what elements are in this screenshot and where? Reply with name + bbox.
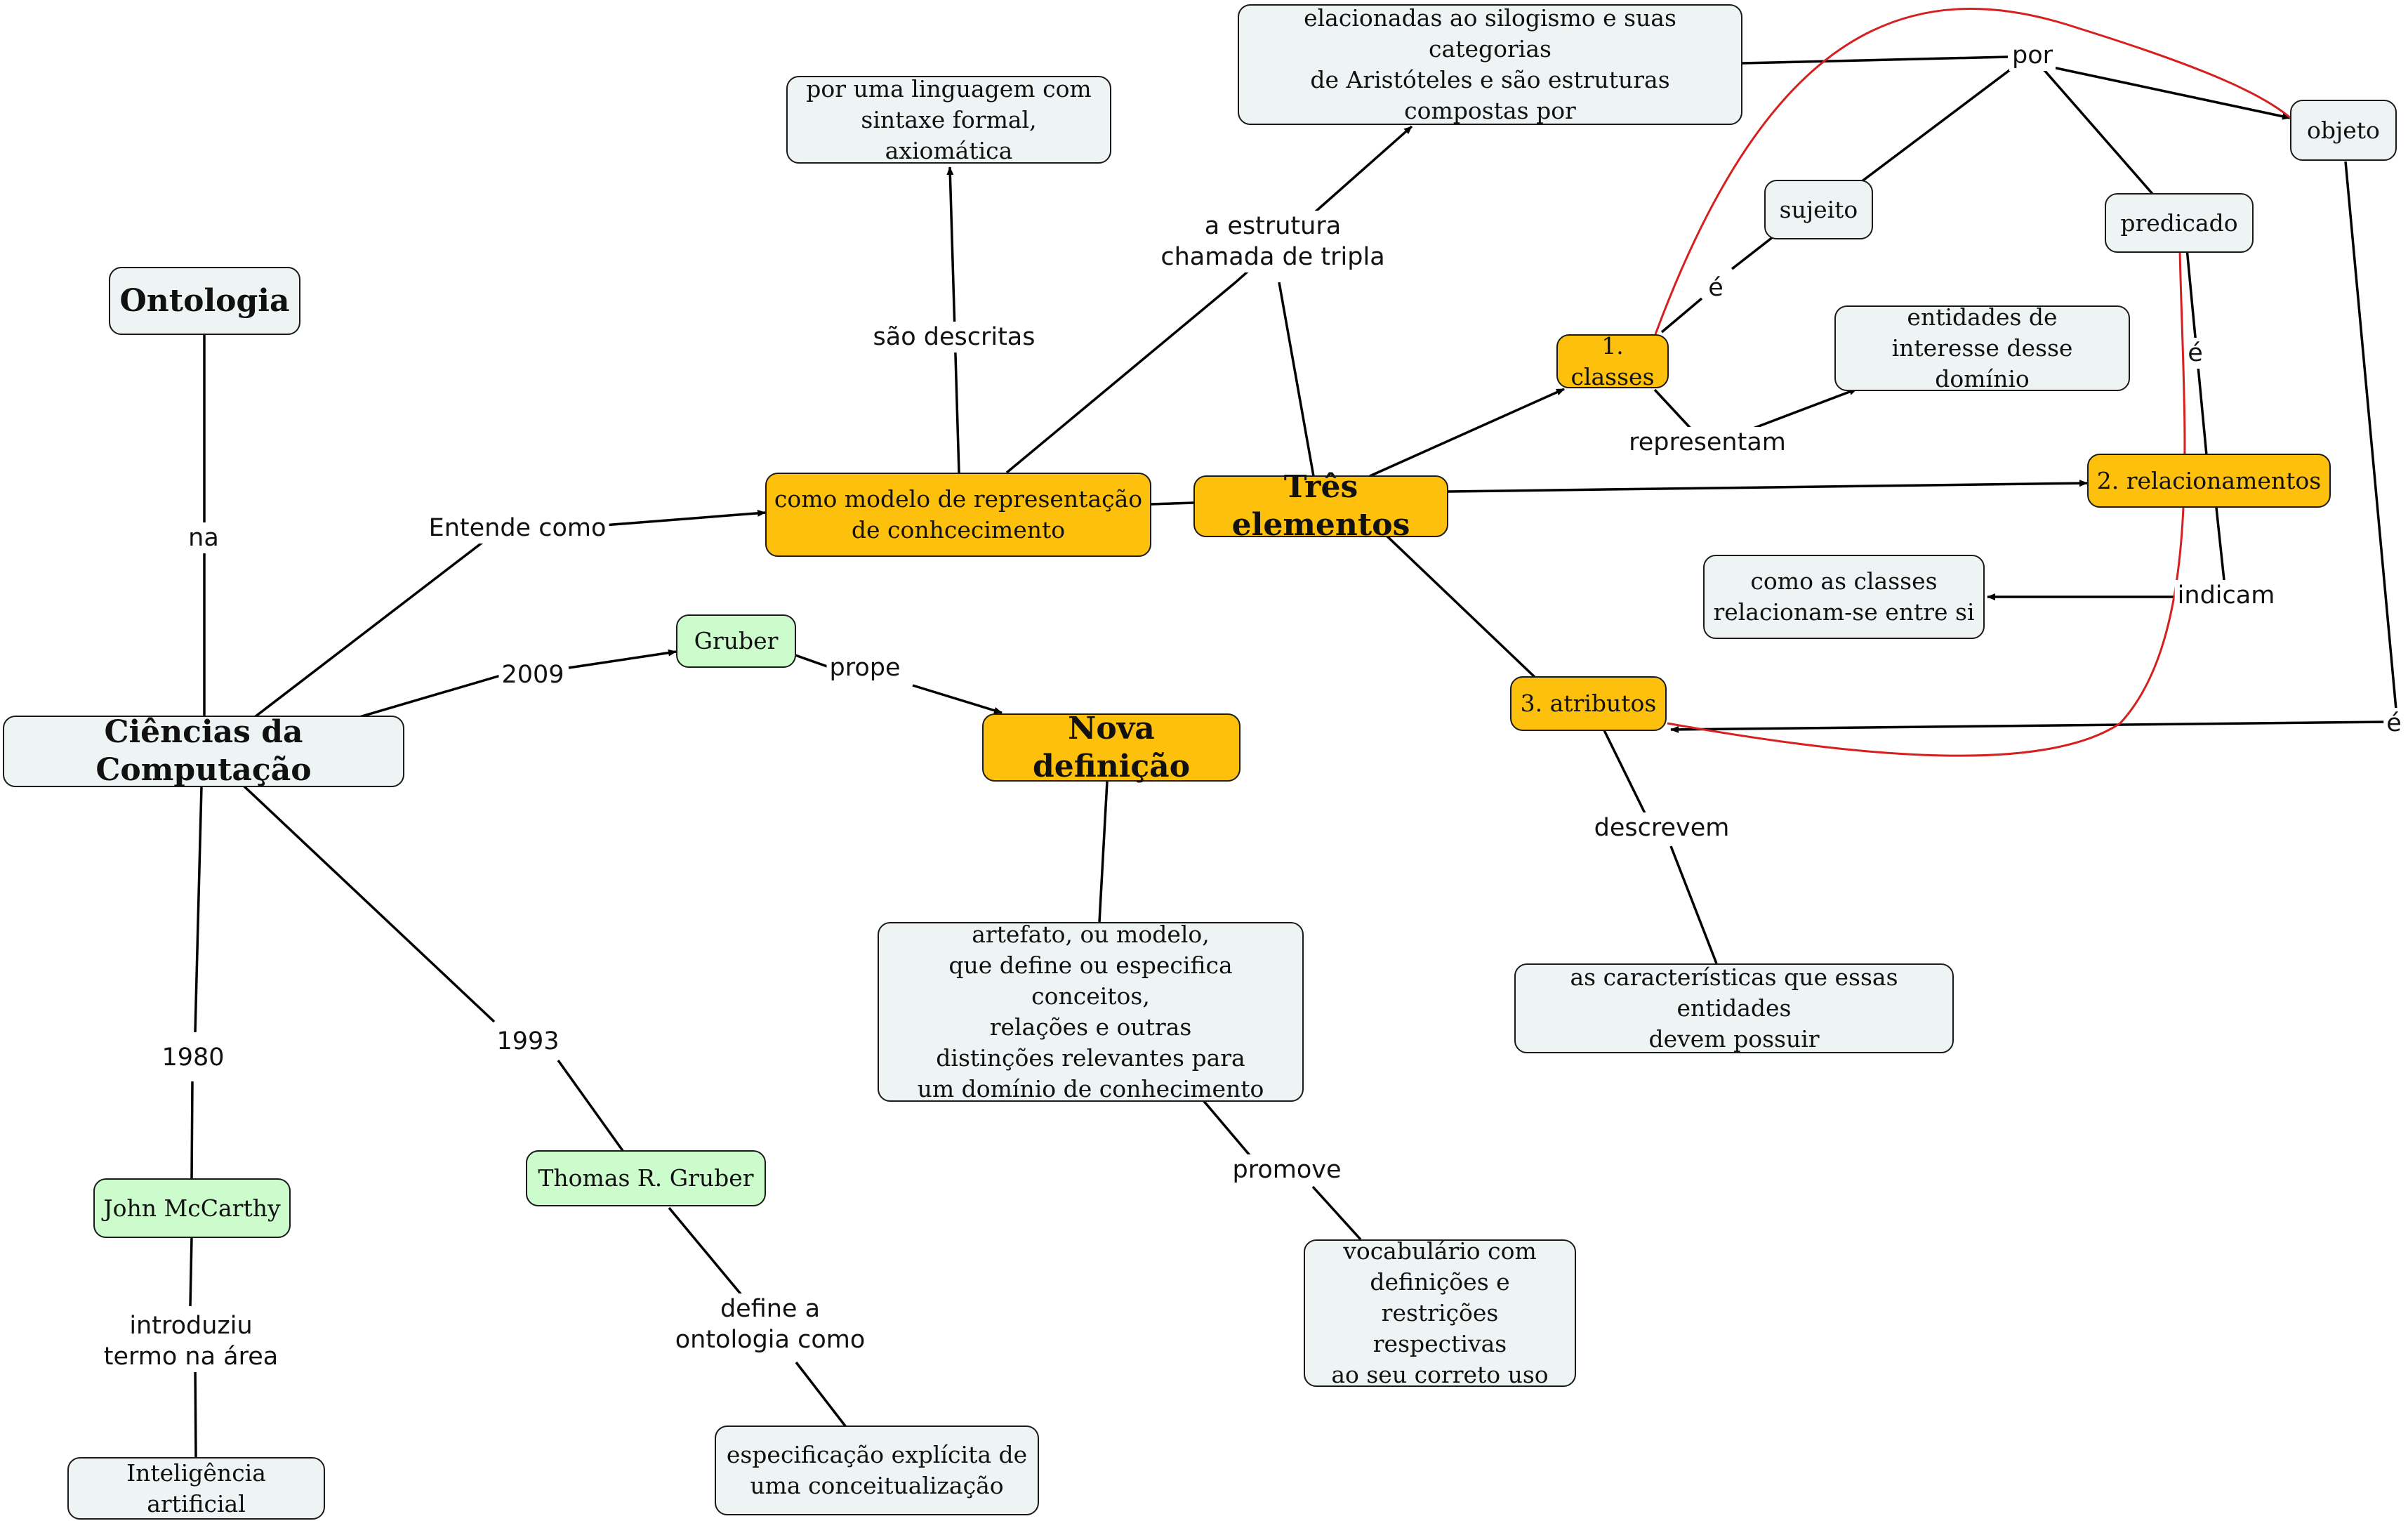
edge-modelo-estrutura [1005, 281, 1237, 474]
edge-promove-vocabulario [1311, 1185, 1362, 1241]
edge-define-especificacao [795, 1361, 847, 1428]
label-e-sujeito: é [1705, 272, 1726, 303]
node-vocabulario[interactable]: vocabulário com definições e restrições … [1304, 1237, 1576, 1388]
highlight-curve-predicado-atributos [1667, 249, 2186, 757]
edge-aristoteles-por [1742, 55, 2009, 65]
edge-representam-entidades [1749, 388, 1858, 431]
edge-gruber-prope [793, 653, 830, 669]
node-thomas-gruber[interactable]: Thomas R. Gruber [526, 1150, 766, 1206]
node-linguagem-formal[interactable]: por uma linguagem com sintaxe formal, ax… [786, 75, 1111, 164]
edge-tres-atributos [1383, 532, 1537, 679]
edge-ciencias-2009 [359, 674, 501, 718]
label-descrevem: descrevem [1591, 812, 1733, 843]
node-especificacao-explicita[interactable]: especificação explícita de uma conceitua… [715, 1425, 1039, 1515]
node-objeto[interactable]: objeto [2290, 100, 2397, 161]
edge-2009-gruber [568, 649, 677, 669]
edge-classes-e-sujeito [1660, 297, 1703, 334]
label-sao-descritas: são descritas [870, 322, 1038, 353]
node-modelo-representacao[interactable]: como modelo de representação de conhceci… [765, 473, 1151, 557]
edge-por-sujeito [1854, 67, 2013, 187]
node-ontologia[interactable]: Ontologia [109, 267, 300, 335]
edge-prope-nova [912, 684, 1003, 714]
edge-nova-artefato [1098, 781, 1109, 923]
edge-entende-modelo [603, 509, 766, 527]
label-e-objeto: é [2383, 708, 2404, 739]
label-1980: 1980 [159, 1042, 227, 1073]
label-entende-como: Entende como [425, 513, 609, 544]
node-predicado[interactable]: predicado [2105, 193, 2254, 253]
label-introduziu-termo: introduziu termo na área [100, 1310, 282, 1372]
label-1993: 1993 [494, 1026, 562, 1057]
node-ciencias-da-computacao[interactable]: Ciências da Computação [3, 714, 404, 788]
node-entidades-de-interesse[interactable]: entidades de interesse desse domínio [1834, 303, 2130, 393]
node-artefato[interactable]: artefato, ou modelo, que define ou espec… [878, 921, 1304, 1102]
label-na: na [185, 522, 222, 553]
label-estrutura-tripla: a estrutura chamada de tripla [1158, 211, 1388, 272]
node-caracteristicas[interactable]: as características que essas entidades d… [1514, 963, 1954, 1053]
node-nova-definicao[interactable]: Nova definição [982, 711, 1241, 784]
edge-tres-estrutura [1278, 282, 1315, 477]
edge-por-predicado [2043, 69, 2154, 195]
edge-modelo-linguagem [946, 166, 960, 473]
edge-mccarthy-introduziu [189, 1237, 193, 1307]
edge-modelo-tres [1151, 501, 1194, 506]
edge-ciencias-entende [251, 513, 521, 720]
label-indicam: indicam [2174, 580, 2278, 611]
edge-por-objeto [2046, 65, 2291, 120]
edge-ciencias-1980 [194, 786, 203, 1033]
edge-thomas-define [668, 1206, 743, 1297]
edge-relac-indicam [2215, 507, 2225, 581]
node-tres-elementos[interactable]: Três elementos [1193, 469, 1448, 543]
edge-objeto-e [2344, 161, 2397, 710]
edge-tres-classes [1369, 388, 1565, 478]
label-representam: representam [1626, 427, 1789, 458]
edge-atributos-descrevem [1603, 730, 1646, 814]
label-define-ontologia: define a ontologia como [672, 1293, 868, 1355]
label-por: por [2009, 40, 2056, 71]
label-e-predicado: é [2185, 338, 2206, 369]
node-john-mccarthy[interactable]: John McCarthy [93, 1178, 291, 1238]
label-prope: prope [826, 652, 904, 683]
node-atributos[interactable]: 3. atributos [1510, 676, 1667, 731]
highlight-curve-classes-objeto [1654, 8, 2293, 335]
edge-tres-relac [1448, 480, 2088, 493]
node-aristoteles-estruturas[interactable]: elacionadas ao silogismo e suas categori… [1238, 4, 1742, 125]
edge-1993-thomas [557, 1059, 625, 1153]
node-inteligencia-artificial[interactable]: Inteligência artificial [67, 1457, 325, 1520]
edge-e-atributos [1670, 720, 2388, 733]
edge-ciencias-1993 [243, 785, 496, 1023]
node-como-as-classes[interactable]: como as classes relacionam-se entre si [1703, 555, 1985, 639]
edge-introduziu-ia [194, 1365, 197, 1458]
node-classes[interactable]: 1. classes [1556, 332, 1669, 390]
edge-classes-representam [1653, 388, 1693, 431]
edge-descrevem-caracteristicas [1669, 845, 1718, 964]
node-relacionamentos[interactable]: 2. relacionamentos [2087, 454, 2331, 508]
node-sujeito[interactable]: sujeito [1764, 180, 1873, 239]
edge-artefato-promove [1201, 1098, 1251, 1157]
node-gruber[interactable]: Gruber [676, 614, 796, 668]
label-2009: 2009 [498, 659, 567, 690]
label-promove: promove [1229, 1154, 1344, 1185]
